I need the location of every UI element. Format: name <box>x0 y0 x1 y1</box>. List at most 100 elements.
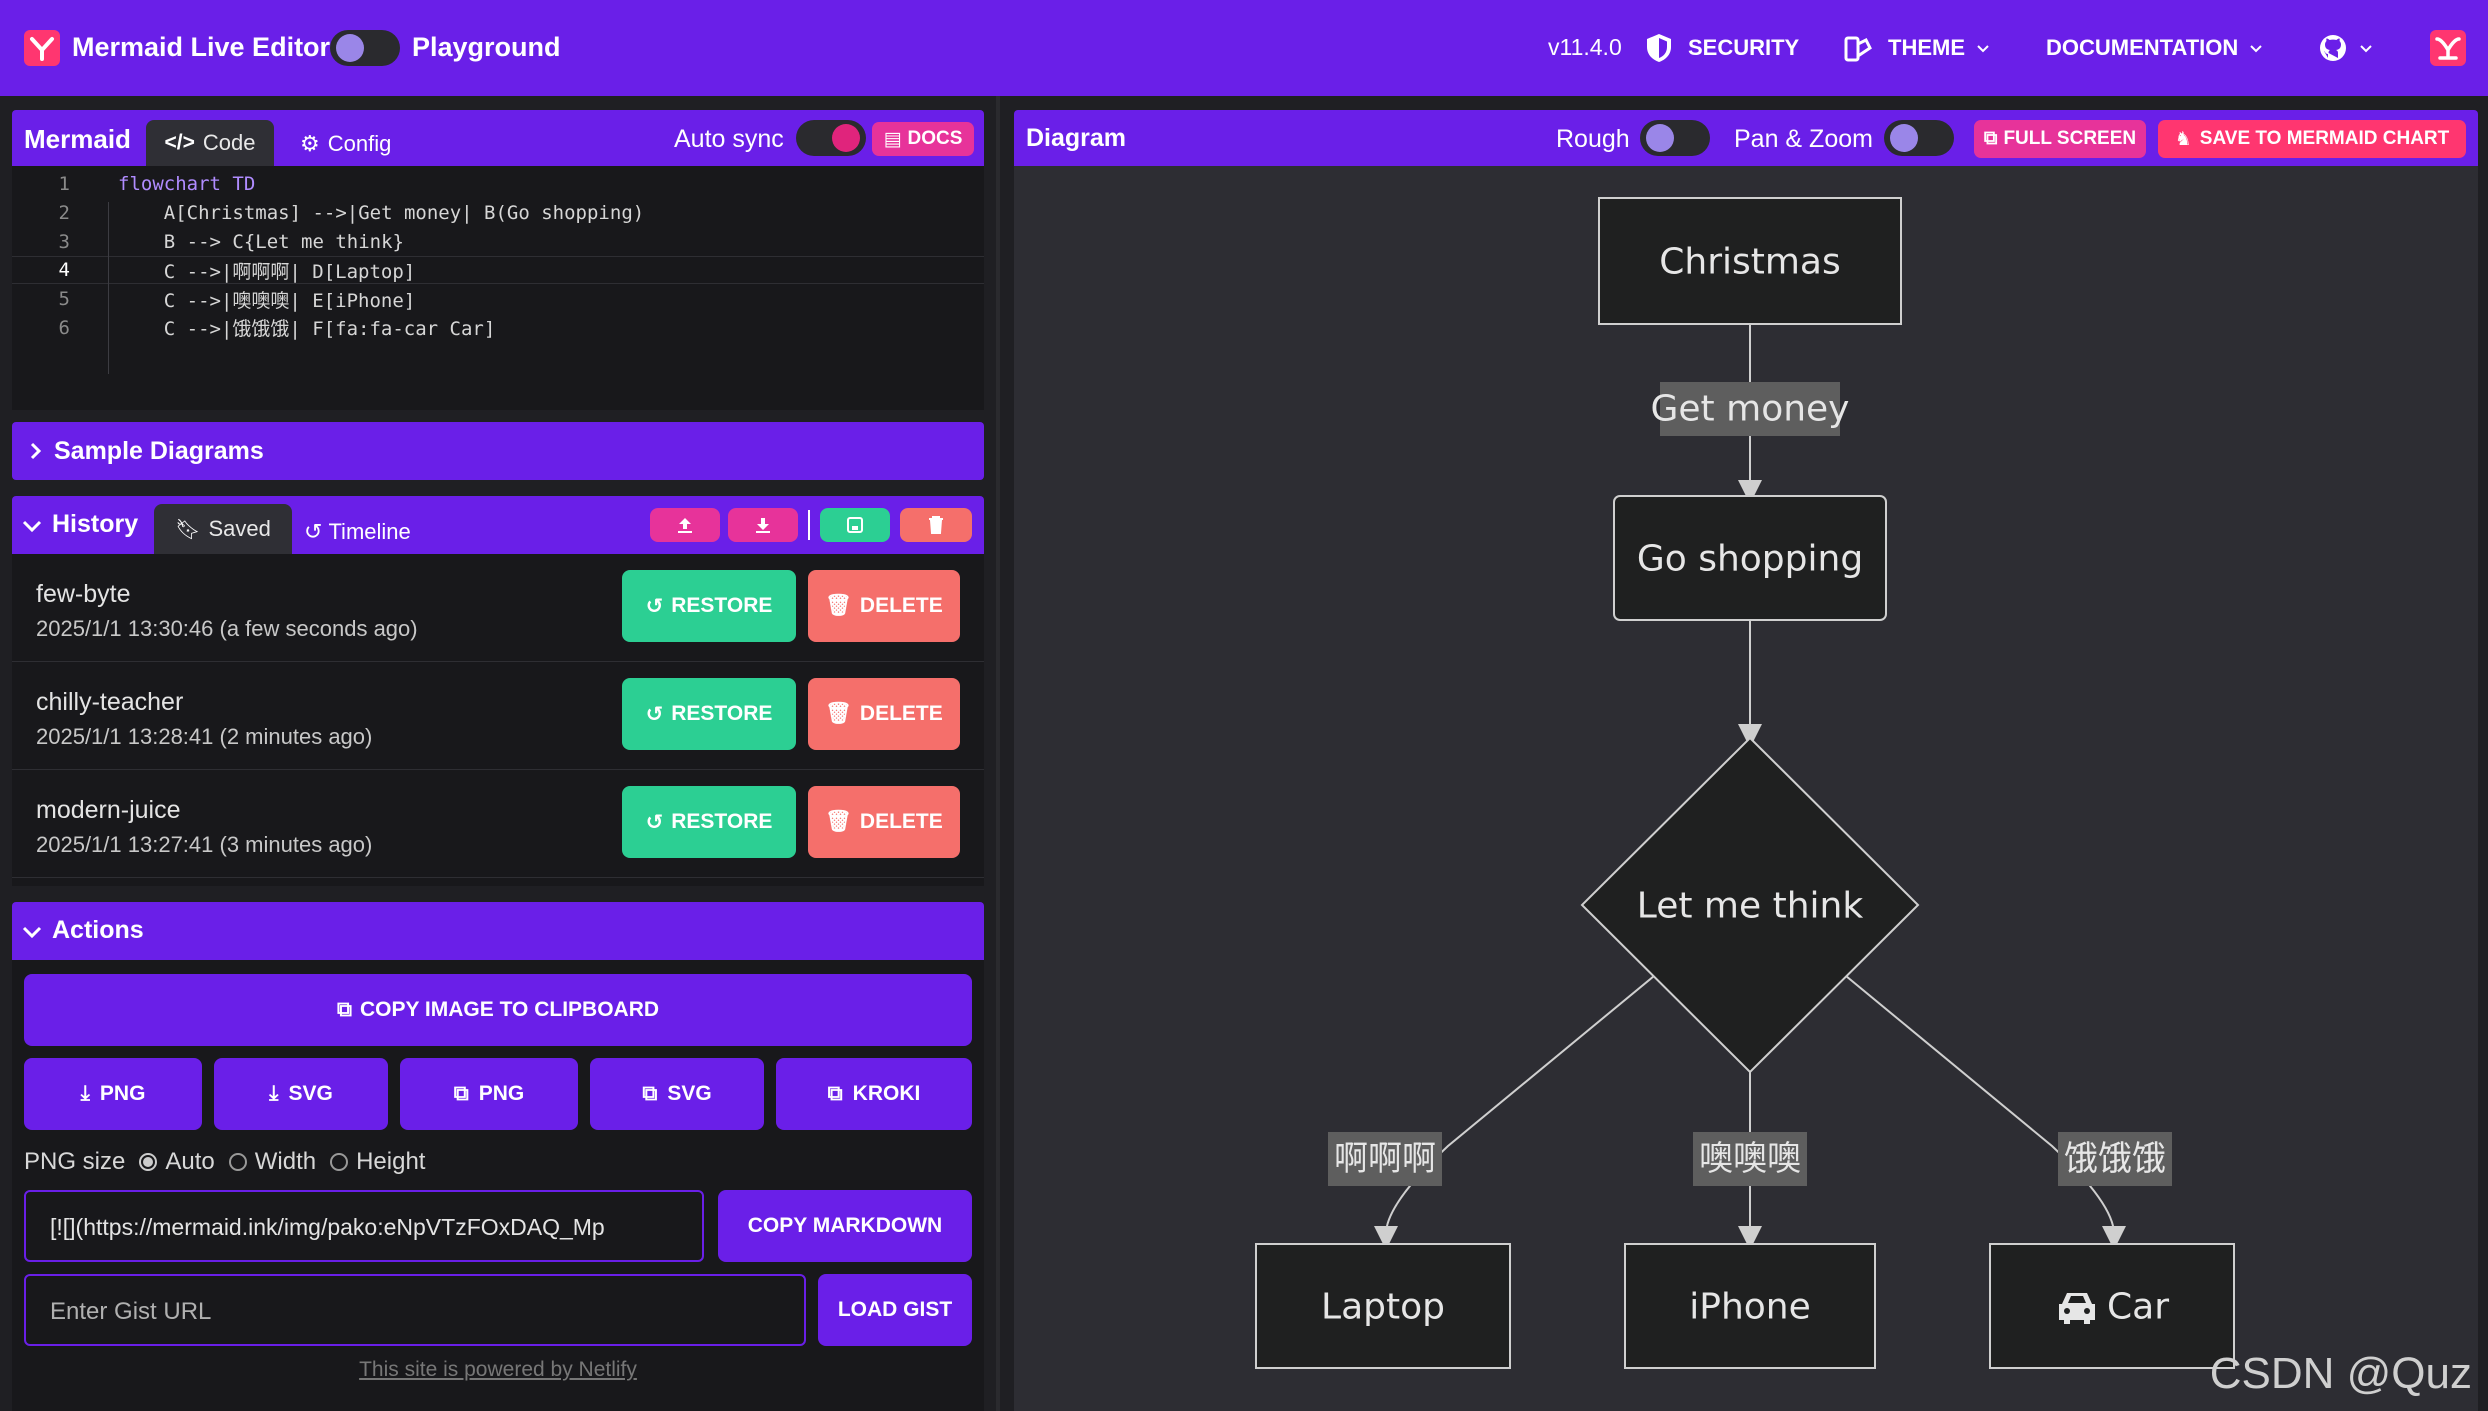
docs-button[interactable]: ▤ DOCS <box>872 122 974 156</box>
node-let-me-think[interactable]: Let me think <box>1580 736 1920 1074</box>
editor-header: Mermaid </> Code ⚙ Config Auto sync ▤ DO… <box>12 110 984 166</box>
auto-sync-label: Auto sync <box>674 125 784 153</box>
restore-button[interactable]: ↺RESTORE <box>622 786 796 858</box>
copy-markdown-button[interactable]: COPY MARKDOWN <box>718 1190 972 1262</box>
actions-title: Actions <box>52 916 144 944</box>
pan-zoom-toggle[interactable] <box>1884 120 1954 156</box>
bookmark-icon: 🔖︎ <box>175 518 201 541</box>
code-line[interactable]: 6 C -->|饿饿饿| F[fa:fa-car Car] <box>30 313 644 342</box>
node-go-shopping[interactable]: Go shopping <box>1613 495 1887 621</box>
code-line[interactable]: 5 C -->|噢噢噢| E[iPhone] <box>30 285 644 314</box>
sample-diagrams-header[interactable]: Sample Diagrams <box>12 422 984 480</box>
delete-label: DELETE <box>859 594 943 617</box>
restore-button[interactable]: ↺RESTORE <box>622 678 796 750</box>
load-gist-button[interactable]: LOAD GIST <box>818 1274 972 1346</box>
save-history-button[interactable] <box>820 508 890 542</box>
download-png-label: PNG <box>99 1082 146 1105</box>
pane-resizer[interactable] <box>996 96 1000 1411</box>
code-line[interactable]: 4 C -->|啊啊啊| D[Laptop] <box>30 256 644 285</box>
editor-title: Mermaid <box>24 124 131 154</box>
external-link-icon: ⧉ <box>642 1082 658 1105</box>
chevron-down-icon[interactable] <box>20 514 44 538</box>
tab-config-label: Config <box>327 131 392 156</box>
copy-image-button[interactable]: ⧉ COPY IMAGE TO CLIPBOARD <box>24 974 972 1046</box>
download-icon: ⤓ <box>269 1082 279 1105</box>
mermaid-logo-icon[interactable] <box>24 30 60 66</box>
size-auto-label: Auto <box>165 1148 215 1175</box>
diagram-title: Diagram <box>1026 124 1127 152</box>
code-line[interactable]: 2 A[Christmas] -->|Get money| B(Go shopp… <box>30 199 645 228</box>
actions-header[interactable]: Actions <box>12 902 984 960</box>
app-title[interactable]: Mermaid Live Editor <box>72 32 331 62</box>
node-laptop[interactable]: Laptop <box>1255 1243 1511 1369</box>
upload-history-button[interactable] <box>650 508 720 542</box>
download-svg-button[interactable]: ⤓SVG <box>214 1058 388 1130</box>
history-item-name[interactable]: few-byte <box>36 580 131 608</box>
download-png-button[interactable]: ⤓PNG <box>24 1058 202 1130</box>
tab-config[interactable]: ⚙ Config <box>300 124 391 164</box>
chevron-down-icon <box>1977 45 1989 53</box>
restore-label: RESTORE <box>671 594 773 617</box>
delete-button[interactable]: 🗑︎DELETE <box>808 678 960 750</box>
node-christmas[interactable]: Christmas <box>1598 197 1902 325</box>
markdown-field[interactable]: [![](https://mermaid.ink/img/pako:eNpVTz… <box>24 1190 704 1262</box>
documentation-label: DOCUMENTATION <box>2046 35 2239 60</box>
size-height-radio[interactable] <box>330 1153 349 1171</box>
code-icon: </> <box>164 131 195 154</box>
line-text: A[Christmas] -->|Get money| B(Go shoppin… <box>118 202 645 225</box>
book-icon: ▤ <box>883 128 902 150</box>
size-auto-radio[interactable] <box>139 1153 158 1171</box>
save-to-mermaid-chart-button[interactable]: ♞SAVE TO MERMAID CHART <box>2158 120 2466 158</box>
rough-toggle[interactable] <box>1640 120 1710 156</box>
node-car[interactable]: Car <box>1989 1243 2235 1369</box>
clear-history-button[interactable] <box>900 508 972 542</box>
trash-icon: 🗑︎ <box>825 594 852 617</box>
save-icon <box>847 517 863 533</box>
playground-toggle[interactable] <box>330 30 400 66</box>
line-text: C -->|饿饿饿| F[fa:fa-car Car] <box>118 318 496 341</box>
edge-c-f <box>1845 975 2126 1250</box>
line-text: flowchart TD <box>118 173 256 196</box>
open-svg-label: SVG <box>667 1082 712 1105</box>
history-item-name[interactable]: chilly-teacher <box>36 688 184 716</box>
github-dropdown[interactable] <box>2318 30 2376 66</box>
restore-icon: ↺ <box>645 810 664 834</box>
download-history-button[interactable] <box>728 508 798 542</box>
download-icon <box>756 518 770 533</box>
save-chart-label: SAVE TO MERMAID CHART <box>2199 128 2450 149</box>
node-iphone[interactable]: iPhone <box>1624 1243 1876 1369</box>
tab-code[interactable]: </> Code <box>146 120 274 166</box>
history-item-name[interactable]: modern-juice <box>36 796 181 824</box>
edge-label-cd: 啊啊啊 <box>1334 1139 1436 1179</box>
open-png-button[interactable]: ⧉PNG <box>400 1058 578 1130</box>
markdown-value: [![](https://mermaid.ink/img/pako:eNpVTz… <box>50 1214 605 1240</box>
tab-timeline-label: Timeline <box>328 519 411 544</box>
size-height-label: Height <box>356 1148 426 1175</box>
mermaid-chart-logo-icon[interactable] <box>2430 30 2466 66</box>
restore-button[interactable]: ↺RESTORE <box>622 570 796 642</box>
theme-dropdown[interactable]: THEME <box>1842 30 1993 66</box>
node-christmas-label: Christmas <box>1659 242 1841 283</box>
documentation-dropdown[interactable]: DOCUMENTATION <box>2046 30 2266 66</box>
delete-button[interactable]: 🗑︎DELETE <box>808 786 960 858</box>
kroki-button[interactable]: ⧉KROKI <box>776 1058 972 1130</box>
open-svg-button[interactable]: ⧉ SVG <box>590 1058 764 1130</box>
tab-timeline[interactable]: ↺ Timeline <box>304 512 411 552</box>
netlify-footer-link[interactable]: This site is powered by Netlify <box>359 1358 637 1381</box>
delete-button[interactable]: 🗑︎ DELETE <box>808 570 960 642</box>
external-link-icon: ⧉ <box>1983 128 1998 149</box>
tab-code-label: Code <box>202 130 256 155</box>
diagram-canvas[interactable]: Get money 啊啊啊 噢噢噢 饿饿饿 Christmas Go shopp… <box>1014 166 2478 1411</box>
code-line[interactable]: 3 B --> C{Let me think} <box>30 227 644 256</box>
size-width-radio[interactable] <box>228 1153 247 1171</box>
gist-url-input[interactable]: Enter Gist URL <box>24 1274 806 1346</box>
history-header: History 🔖︎ Saved ↺ Timeline <box>12 496 984 554</box>
auto-sync-toggle[interactable] <box>796 120 866 156</box>
full-screen-button[interactable]: ⧉FULL SCREEN <box>1974 120 2146 158</box>
tab-saved[interactable]: 🔖︎ Saved <box>154 504 292 554</box>
security-link[interactable]: SECURITY <box>1644 30 1799 66</box>
